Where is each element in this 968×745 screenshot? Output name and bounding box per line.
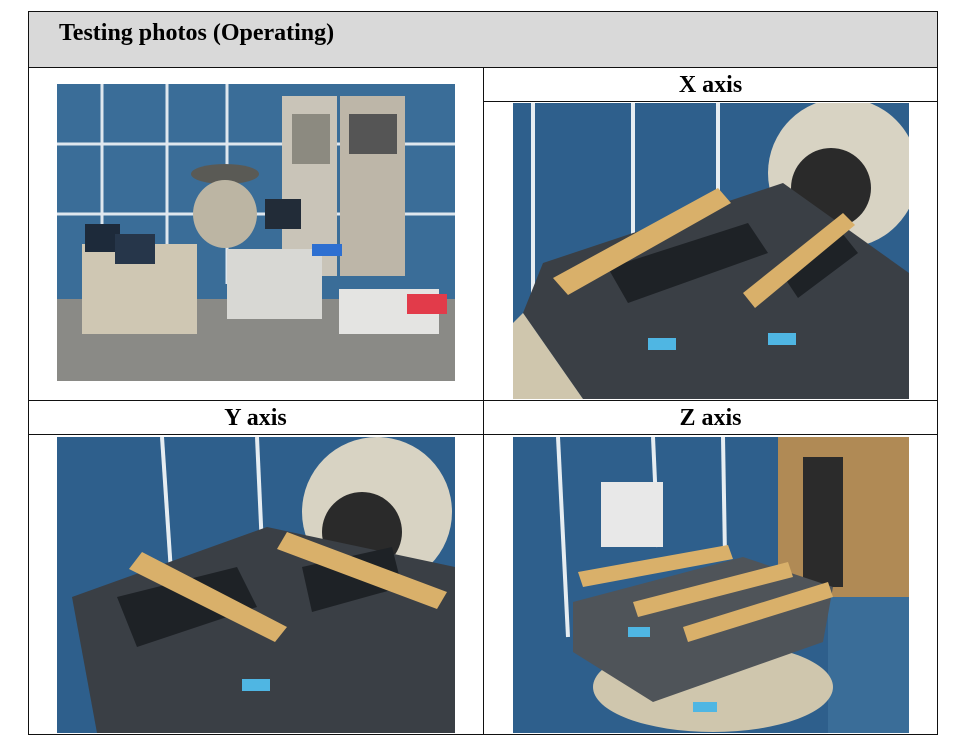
table-title: Testing photos (Operating) [59,20,335,46]
lab-overview-photo [57,84,455,381]
z-axis-label: Z axis [679,405,742,431]
y-axis-photo [57,437,455,733]
column-divider [483,68,484,734]
x-label-divider [484,101,937,102]
table-header: Testing photos (Operating) [29,12,937,68]
y-axis-label: Y axis [224,405,287,431]
x-axis-label: X axis [678,72,743,98]
testing-photos-table: Testing photos (Operating) X axis Y axis… [28,11,938,735]
x-axis-photo [513,103,909,399]
yz-label-divider [29,434,937,435]
testing-photos-table-wrapper: Testing photos (Operating) X axis Y axis… [28,11,938,735]
z-axis-photo [513,437,909,733]
row-divider [29,400,937,401]
